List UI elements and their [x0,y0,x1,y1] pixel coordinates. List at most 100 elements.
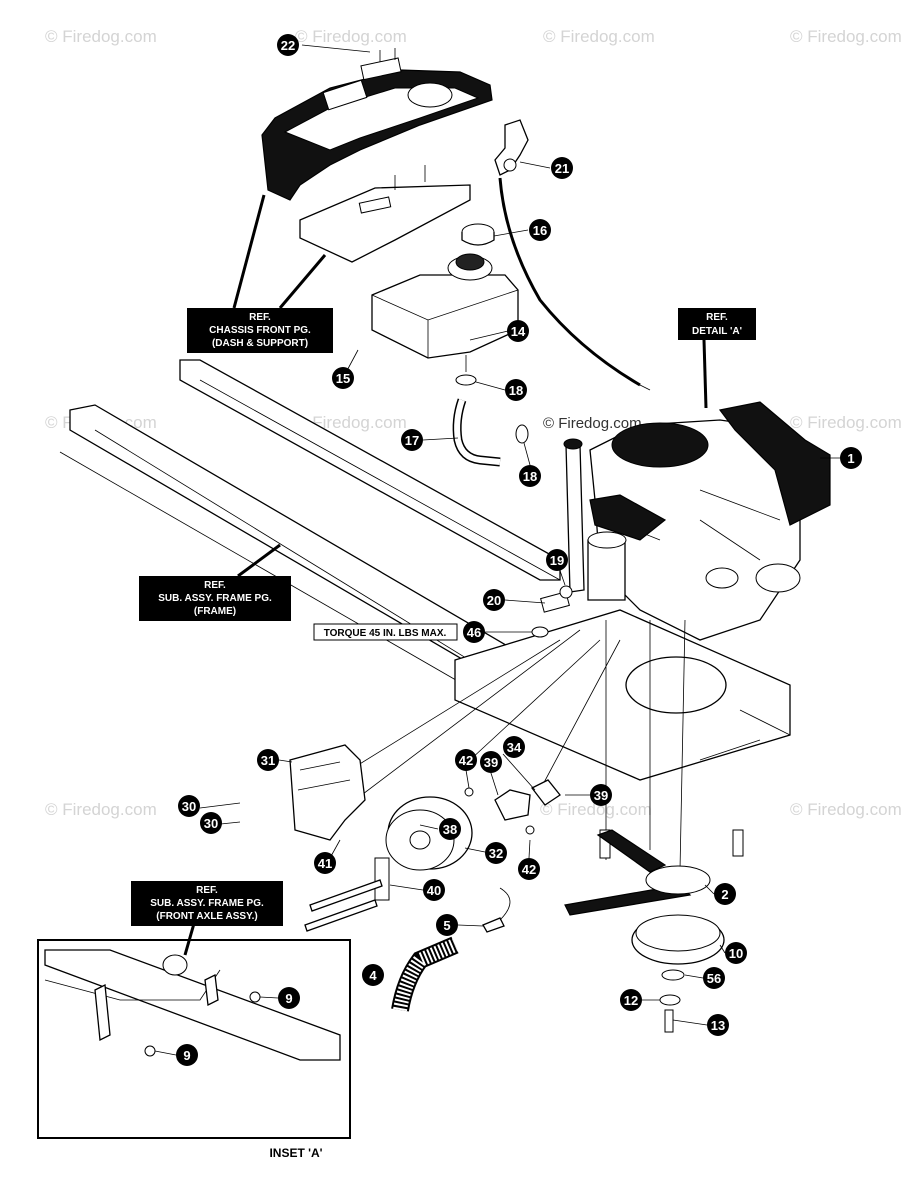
callout-12: 12 [620,989,642,1011]
callout-number: 2 [721,887,728,902]
callout-39b: 39 [590,784,612,806]
callout-number: 13 [711,1018,725,1033]
callout-number: 20 [487,593,501,608]
callout-number: 5 [443,918,450,933]
callout-32: 32 [485,842,507,864]
callout-number: 9 [285,991,292,1006]
callout-number: 10 [729,946,743,961]
callout-31: 31 [257,749,279,771]
ref-detail-line2: DETAIL 'A' [692,326,742,337]
ref-box-chassis: REF. CHASSIS FRONT PG. (DASH & SUPPORT) [187,308,333,353]
watermarks: © Firedog.com © Firedog.com © Firedog.co… [45,27,902,819]
callout-number: 30 [182,799,196,814]
callout-40: 40 [423,879,445,901]
callout-number: 34 [507,740,522,755]
drain-valve [540,585,573,613]
callouts: 22 21 16 14 15 18 17 18 1 19 20 46 31 42… [176,34,862,1066]
fuel-cap [461,223,495,246]
callout-39: 39 [480,751,502,773]
ref-front-axle-line1: REF. [196,885,218,896]
callout-number: 41 [318,856,332,871]
ref-frame-line1: REF. [204,580,226,591]
callout-number: 19 [550,553,564,568]
oil-fill-tube [563,438,627,601]
callout-5: 5 [436,914,458,936]
callout-number: 42 [459,753,473,768]
callout-number: 15 [336,371,350,386]
ref-front-axle-line2: SUB. ASSY. FRAME PG. [150,898,264,909]
callout-56: 56 [703,967,725,989]
callout-2: 2 [714,883,736,905]
callout-number: 22 [281,38,295,53]
muffler-flange [464,779,561,835]
callout-18b: 18 [519,465,541,487]
torque-note: TORQUE 45 IN. LBS MAX. [313,623,458,641]
callout-leaders [154,44,840,1056]
callout-9b: 9 [176,1044,198,1066]
callout-number: 14 [511,324,526,339]
bracket-bolts [304,829,744,932]
callout-number: 46 [467,625,481,640]
fuel-line [452,355,529,467]
ref-box-frame: REF. SUB. ASSY. FRAME PG. (FRAME) [139,576,291,621]
callout-number: 16 [533,223,547,238]
throttle-control [494,119,651,391]
watermark: © Firedog.com [790,413,902,432]
callout-34: 34 [503,736,525,758]
callout-number: 56 [707,971,721,986]
ref-frame-line3: (FRAME) [194,606,236,617]
callout-18: 18 [505,379,527,401]
ref-chassis-line1: REF. [249,312,271,323]
dash-support [299,165,471,263]
watermark: © Firedog.com [45,27,157,46]
callout-number: 38 [443,822,457,837]
callout-number: 40 [427,883,441,898]
watermark: © Firedog.com [45,800,157,819]
callout-30: 30 [178,795,200,817]
callout-42b: 42 [518,858,540,880]
watermark: © Firedog.com [790,27,902,46]
watermark: © Firedog.com [543,27,655,46]
callout-21: 21 [551,157,573,179]
callout-1: 1 [840,447,862,469]
blower-housing [289,744,366,841]
callout-number: 31 [261,753,275,768]
callout-number: 18 [523,469,537,484]
ref-chassis-line2: CHASSIS FRONT PG. [209,325,311,336]
callout-number: 39 [484,755,498,770]
callout-46: 46 [463,621,485,643]
callout-number: 1 [847,451,854,466]
callout-9: 9 [278,987,300,1009]
engine [589,401,831,641]
leader-lines [349,619,686,871]
callout-4: 4 [362,964,384,986]
callout-14: 14 [507,320,529,342]
watermark: © Firedog.com [295,413,407,432]
callout-number: 42 [522,862,536,877]
callout-17: 17 [401,429,423,451]
watermark: © Firedog.com [295,27,407,46]
callout-number: 9 [183,1048,190,1063]
callout-10: 10 [725,942,747,964]
callout-number: 17 [405,433,419,448]
callout-20: 20 [483,589,505,611]
ref-front-axle-line3: (FRONT AXLE ASSY.) [156,911,257,922]
callout-16: 16 [529,219,551,241]
inset-label: INSET 'A' [269,1146,322,1160]
callout-number: 32 [489,846,503,861]
callout-number: 4 [369,968,377,983]
watermark: © Firedog.com [790,800,902,819]
callout-15: 15 [332,367,354,389]
pulley [385,796,473,871]
exhaust-elbow [391,887,511,1012]
center-watermark: © Firedog.com [543,415,642,432]
fuel-tank [371,253,519,359]
ref-chassis-line3: (DASH & SUPPORT) [212,338,308,349]
ref-detail-line1: REF. [706,312,728,323]
ref-frame-line2: SUB. ASSY. FRAME PG. [158,593,272,604]
callout-number: 30 [204,816,218,831]
callout-19: 19 [546,549,568,571]
frame-plate [454,609,791,781]
callout-number: 39 [594,788,608,803]
callout-number: 12 [624,993,638,1008]
